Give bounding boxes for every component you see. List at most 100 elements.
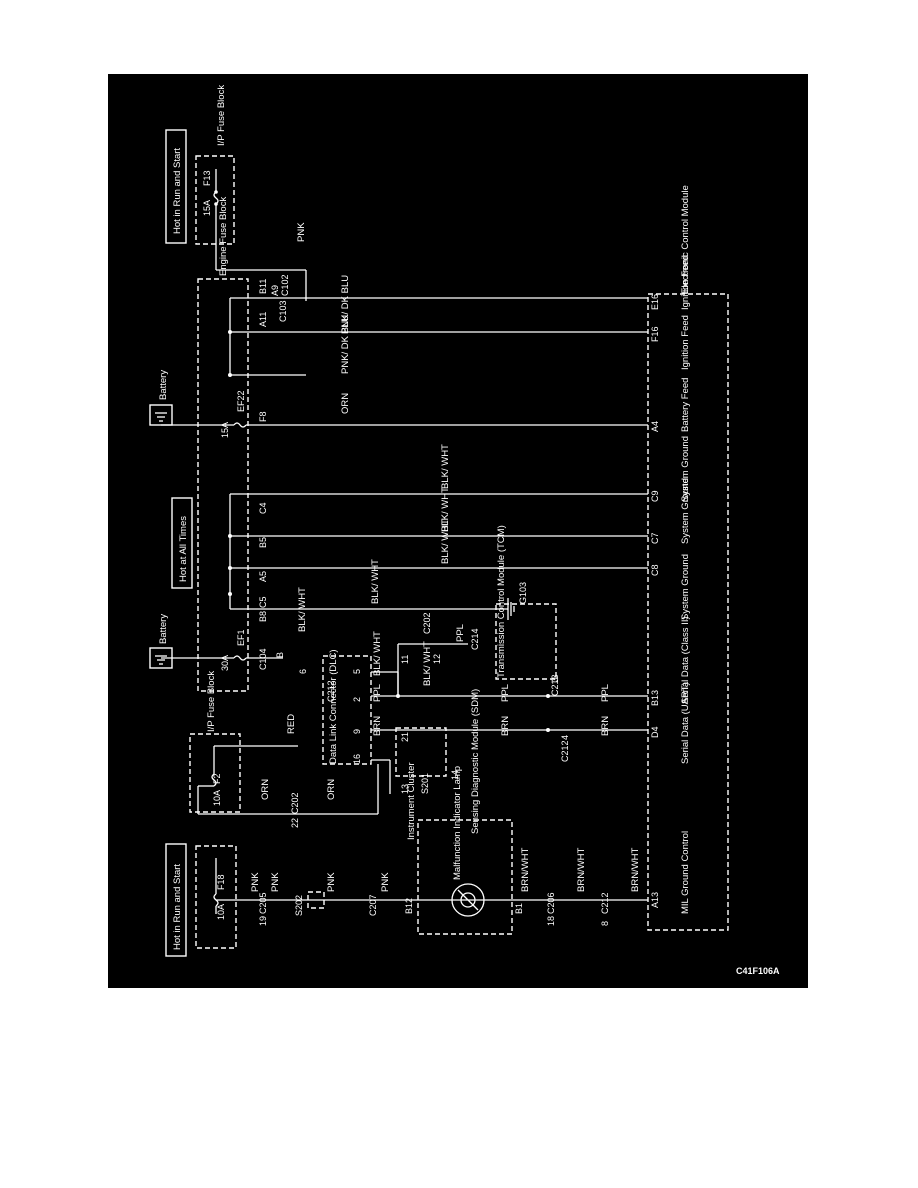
figure-code: C41F106A	[736, 966, 780, 976]
svg-text:3: 3	[550, 677, 560, 682]
svg-text:15A: 15A	[202, 200, 212, 216]
svg-text:30A: 30A	[220, 655, 230, 671]
hot-all-times-box	[171, 497, 193, 589]
svg-text:16: 16	[352, 754, 362, 764]
svg-text:B1: B1	[514, 903, 524, 914]
svg-text:BLK/ WHT: BLK/ WHT	[372, 631, 383, 676]
svg-text:4: 4	[560, 735, 570, 740]
svg-text:BRN/WHT: BRN/WHT	[630, 847, 641, 892]
svg-text:2: 2	[352, 697, 362, 702]
svg-text:BRN: BRN	[372, 716, 383, 736]
mil-label: Malfunction Indicator Lamp	[452, 766, 463, 880]
svg-text:21: 21	[400, 732, 410, 742]
tcm-label: Transmission Control Module (TCM)	[496, 525, 507, 678]
svg-text:BRN/WHT: BRN/WHT	[520, 847, 531, 892]
svg-text:B12: B12	[404, 898, 414, 914]
ecm-label: Electronic Control Module	[680, 185, 691, 294]
engine-fuse-block	[197, 278, 249, 692]
ecm-pin-f16: F16	[650, 326, 660, 342]
battery-bottom: Battery	[149, 614, 173, 669]
svg-text:C213: C213	[550, 674, 560, 696]
ip-fuse-block-top	[195, 155, 235, 245]
svg-text:C103: C103	[278, 300, 288, 322]
svg-text:C4: C4	[258, 502, 268, 514]
hot-all-times-label: Hot at All Times	[178, 516, 189, 582]
serial-data-wires	[371, 643, 648, 794]
svg-text:BRN: BRN	[600, 716, 611, 736]
ecm-pin-e16: E16	[650, 294, 660, 310]
sdm-box	[395, 727, 447, 777]
svg-text:C214: C214	[470, 628, 480, 650]
svg-text:C212: C212	[560, 740, 570, 762]
hot-run-start-label-bottom: Hot in Run and Start	[172, 864, 183, 950]
splice-s202	[307, 891, 325, 909]
svg-text:PNK: PNK	[326, 872, 337, 892]
svg-text:Serial Data (Class II): Serial Data (Class II)	[680, 616, 691, 704]
svg-text:ORN: ORN	[340, 393, 351, 414]
svg-text:15A: 15A	[220, 422, 230, 438]
svg-text:C202: C202	[290, 792, 300, 814]
ecm-pin-d4: D4	[650, 726, 660, 738]
svg-text:MIL Ground Control: MIL Ground Control	[680, 831, 691, 914]
svg-text:S201: S201	[420, 773, 430, 794]
svg-text:C212: C212	[600, 892, 610, 914]
svg-text:BLK/ WHT: BLK/ WHT	[370, 559, 381, 604]
svg-text:10A: 10A	[216, 904, 226, 920]
fuse-ef22: 15A EF22	[220, 390, 247, 438]
svg-text:BLK/ WHT: BLK/ WHT	[440, 519, 451, 564]
svg-text:PPL: PPL	[600, 684, 611, 702]
svg-text:System Ground: System Ground	[680, 478, 691, 544]
svg-text:8: 8	[600, 921, 610, 926]
fuse-ef1: 30A EF1	[220, 629, 247, 671]
svg-text:B8: B8	[258, 611, 268, 622]
instrument-cluster-label: Instrument Cluster	[406, 762, 417, 840]
svg-text:C207: C207	[368, 894, 378, 916]
svg-text:A5: A5	[258, 571, 268, 582]
svg-text:BRN: BRN	[500, 716, 511, 736]
mil-lamp-icon	[451, 883, 485, 917]
svg-text:A9: A9	[270, 285, 280, 296]
svg-text:PNK: PNK	[250, 872, 261, 892]
svg-text:6: 6	[298, 669, 308, 674]
svg-text:EF22: EF22	[236, 390, 246, 412]
svg-text:Serial Data (UART): Serial Data (UART)	[680, 682, 691, 764]
svg-text:A11: A11	[258, 312, 268, 327]
svg-text:PNK/ DK BLU: PNK/ DK BLU	[340, 315, 351, 374]
svg-text:F13: F13	[202, 170, 212, 186]
svg-text:C5: C5	[258, 596, 268, 608]
svg-text:11: 11	[400, 655, 410, 664]
svg-text:BLK/ WHT: BLK/ WHT	[422, 641, 433, 686]
svg-text:Battery: Battery	[158, 370, 169, 400]
svg-text:System Ground: System Ground	[680, 554, 691, 620]
svg-text:Ignition Feed: Ignition Feed	[680, 315, 691, 370]
svg-text:Ignition Feed: Ignition Feed	[680, 255, 691, 310]
fuse-f18: F18 10A	[213, 858, 226, 920]
svg-text:PPL: PPL	[372, 684, 383, 702]
svg-text:F18: F18	[216, 874, 226, 890]
svg-text:F2: F2	[212, 773, 222, 784]
svg-text:B5: B5	[258, 537, 268, 548]
svg-text:Battery: Battery	[158, 614, 169, 644]
ip-fuse-block-bottom	[189, 733, 241, 813]
svg-text:C102: C102	[280, 274, 290, 296]
battery-top: Battery	[149, 370, 173, 426]
svg-text:EF1: EF1	[236, 629, 246, 646]
svg-text:PNK: PNK	[296, 222, 307, 242]
svg-text:B11: B11	[258, 279, 268, 294]
ecm-pin-c7: C7	[650, 532, 660, 544]
svg-text:14: 14	[450, 770, 460, 780]
svg-text:System Ground: System Ground	[680, 436, 691, 502]
svg-text:RED: RED	[286, 714, 297, 734]
sdm-label: Sensing Diagnostic Module (SDM)	[470, 689, 481, 834]
svg-text:PPL: PPL	[455, 624, 466, 642]
hot-run-start-box-top	[165, 129, 187, 244]
ecm-pin-a4: A4	[650, 421, 660, 432]
instrument-cluster	[417, 819, 513, 935]
dlc-label: Data Link Connector (DLC)	[328, 649, 339, 764]
svg-text:BLK/ WHT: BLK/ WHT	[440, 487, 451, 532]
svg-text:G103: G103	[518, 582, 528, 604]
svg-text:BLK/ WHT: BLK/ WHT	[440, 444, 451, 489]
svg-text:C206: C206	[546, 892, 556, 914]
svg-text:13: 13	[400, 784, 410, 794]
svg-text:19: 19	[258, 916, 268, 926]
